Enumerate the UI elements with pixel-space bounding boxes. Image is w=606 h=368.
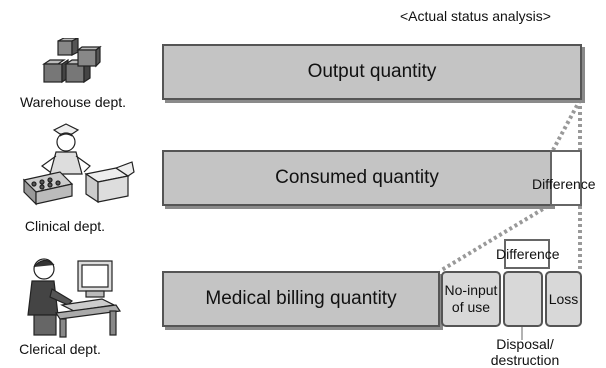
clinical-dept-label: Clinical dept.	[24, 218, 106, 234]
connector-output-to-consumed	[551, 99, 582, 151]
no-input-of-use-segment: No-input of use	[441, 271, 501, 327]
no-input-of-use-label: No-input of use	[444, 282, 498, 315]
clerical-dept-label: Clerical dept.	[19, 341, 101, 357]
billing-difference-box	[504, 239, 550, 269]
consumed-quantity-label: Consumed quantity	[275, 167, 439, 188]
medical-billing-quantity-bar: Medical billing quantity	[162, 271, 440, 327]
consumed-difference-label: Difference	[532, 176, 596, 192]
diagram-heading: <Actual status analysis>	[400, 8, 551, 24]
boxes-icon	[42, 38, 102, 84]
loss-label: Loss	[548, 290, 579, 307]
loss-segment: Loss	[545, 271, 582, 327]
disposal-destruction-segment	[503, 271, 543, 327]
consumed-quantity-bar: Consumed quantity	[162, 150, 552, 206]
computer-worker-icon	[27, 258, 122, 338]
warehouse-dept-label: Warehouse dept.	[19, 94, 127, 110]
output-quantity-label: Output quantity	[307, 61, 437, 82]
medical-billing-quantity-label: Medical billing quantity	[205, 288, 397, 309]
consumed-difference-box	[550, 150, 582, 206]
output-quantity-bar: Output quantity	[162, 44, 582, 100]
billing-difference-label: Difference	[496, 246, 560, 262]
nurse-icon	[22, 123, 135, 206]
disposal-destruction-label: Disposal/ destruction	[490, 336, 560, 368]
